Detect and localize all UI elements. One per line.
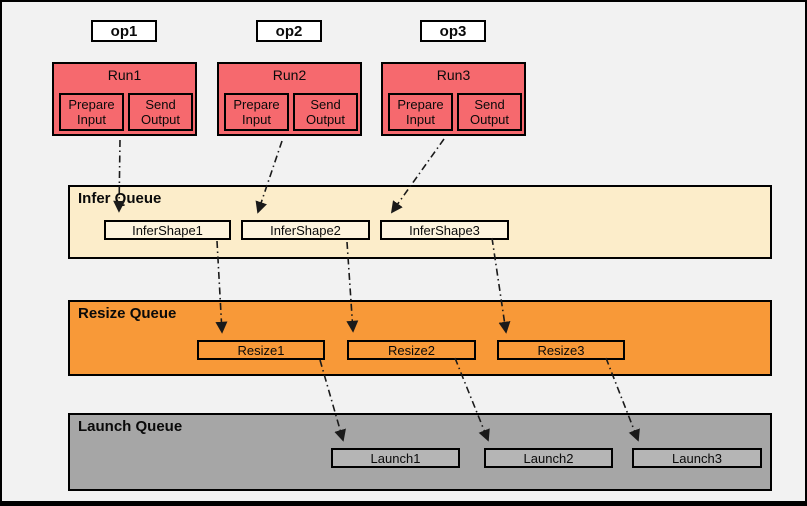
resize-queue-label: Resize Queue xyxy=(78,305,177,322)
run1-prepare-input-box: Prepare Input xyxy=(59,93,124,131)
run2-send-line2: Output xyxy=(305,112,346,127)
infer-queue-band: Infer Queue InferShape1 InferShape2 Infe… xyxy=(68,185,772,259)
run1-send-line1: Send xyxy=(145,97,176,112)
launch2-box: Launch2 xyxy=(484,448,613,468)
run3-prepare-line1: Prepare xyxy=(397,97,444,112)
run3-prepare-line2: Input xyxy=(406,112,435,127)
resize1-label: Resize1 xyxy=(237,342,285,358)
launch3-box: Launch3 xyxy=(632,448,762,468)
op1-label: op1 xyxy=(110,22,138,40)
run2-send-output-box: Send Output xyxy=(293,93,358,131)
infer-queue-label: Infer Queue xyxy=(78,190,162,207)
launch3-label: Launch3 xyxy=(672,450,722,466)
run3-send-output-box: Send Output xyxy=(457,93,522,131)
resize-queue-band: Resize Queue Resize1 Resize2 Resize3 xyxy=(68,300,772,376)
run1-prepare-line2: Input xyxy=(77,112,106,127)
resize1-box: Resize1 xyxy=(197,340,325,360)
infershape1-box: InferShape1 xyxy=(104,220,231,240)
op3-label-box: op3 xyxy=(420,20,486,42)
run2-send-line1: Send xyxy=(310,97,341,112)
run3-send-line2: Output xyxy=(469,112,510,127)
op1-label-box: op1 xyxy=(91,20,157,42)
run2-prepare-line2: Input xyxy=(242,112,271,127)
run1-title: Run1 xyxy=(107,67,142,83)
run2-title: Run2 xyxy=(272,67,307,83)
op3-label: op3 xyxy=(439,22,467,40)
run3-block: Run3 Prepare Input Send Output xyxy=(381,62,526,136)
infershape3-box: InferShape3 xyxy=(380,220,509,240)
launch1-box: Launch1 xyxy=(331,448,460,468)
infershape2-label: InferShape2 xyxy=(270,222,341,238)
run1-send-line2: Output xyxy=(140,112,181,127)
op2-label-box: op2 xyxy=(256,20,322,42)
run3-prepare-input-box: Prepare Input xyxy=(388,93,453,131)
run2-block: Run2 Prepare Input Send Output xyxy=(217,62,362,136)
run3-title: Run3 xyxy=(436,67,471,83)
infershape2-box: InferShape2 xyxy=(241,220,370,240)
run2-prepare-line1: Prepare xyxy=(233,97,280,112)
launch1-label: Launch1 xyxy=(370,450,421,466)
run1-prepare-line1: Prepare xyxy=(68,97,115,112)
op2-label: op2 xyxy=(275,22,303,40)
run3-send-line1: Send xyxy=(474,97,505,112)
infershape1-label: InferShape1 xyxy=(132,222,203,238)
resize2-label: Resize2 xyxy=(388,342,435,358)
run1-block: Run1 Prepare Input Send Output xyxy=(52,62,197,136)
resize3-label: Resize3 xyxy=(537,342,585,358)
resize3-box: Resize3 xyxy=(497,340,625,360)
infershape3-label: InferShape3 xyxy=(409,222,480,238)
resize2-box: Resize2 xyxy=(347,340,476,360)
run1-send-output-box: Send Output xyxy=(128,93,193,131)
launch-queue-band: Launch Queue Launch1 Launch2 Launch3 xyxy=(68,413,772,491)
launch2-label: Launch2 xyxy=(523,450,574,466)
launch-queue-label: Launch Queue xyxy=(78,418,183,435)
run2-prepare-input-box: Prepare Input xyxy=(224,93,289,131)
